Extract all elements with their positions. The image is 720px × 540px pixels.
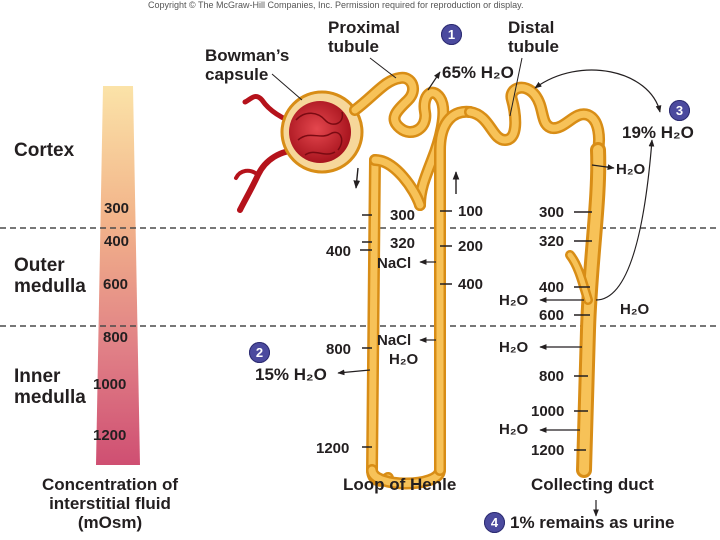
descending-value-1200: 1200 bbox=[316, 440, 350, 457]
glomerulus-capillaries bbox=[295, 111, 344, 156]
nacl-lower-label: NaCl bbox=[377, 332, 412, 349]
duct-value-300: 300 bbox=[539, 204, 565, 221]
step-text-2: 15% H₂O bbox=[255, 365, 327, 384]
zone-label-inner-medulla: Inner medulla bbox=[14, 366, 86, 408]
duct-value-1200: 1200 bbox=[531, 442, 565, 459]
gradient-value-1200: 1200 bbox=[93, 427, 127, 444]
glomerulus bbox=[289, 101, 351, 163]
step-badge-4: 4 bbox=[484, 512, 505, 533]
concentration-gradient-bar bbox=[96, 86, 140, 465]
gradient-value-1000: 1000 bbox=[93, 376, 127, 393]
duct-water-inner-1: H₂O bbox=[499, 339, 529, 356]
ascending-value-100: 100 bbox=[458, 203, 484, 220]
step-badge-1: 1 bbox=[441, 24, 462, 45]
descending-value-300: 300 bbox=[390, 207, 416, 224]
loop-water-label: H₂O bbox=[389, 351, 419, 368]
arteriole-branch bbox=[234, 168, 260, 180]
zone-label-outer-medulla: Outer medulla bbox=[14, 255, 86, 297]
duct-value-600: 600 bbox=[539, 307, 565, 324]
ascending-value-200: 200 bbox=[458, 238, 484, 255]
duct-value-1000: 1000 bbox=[531, 403, 565, 420]
descending-ticks bbox=[360, 214, 372, 448]
ascending-ticks bbox=[440, 210, 452, 285]
duct-ticks bbox=[574, 211, 592, 451]
label-collecting-duct: Collecting duct bbox=[531, 475, 654, 494]
nacl-upper-label: NaCl bbox=[377, 255, 412, 272]
label-distal-tubule: Distal tubule bbox=[508, 18, 559, 56]
duct-water-outer-left: H₂O bbox=[499, 292, 529, 309]
duct-value-320: 320 bbox=[539, 233, 565, 250]
copyright-notice: Copyright © The McGraw-Hill Companies, I… bbox=[148, 0, 524, 10]
label-proximal-tubule: Proximal tubule bbox=[328, 18, 400, 56]
gradient-caption: Concentration of interstitial fluid (mOs… bbox=[42, 475, 178, 532]
arrow-cortex-duct-water bbox=[591, 164, 615, 170]
step-text-3: 19% H₂O bbox=[622, 123, 694, 142]
zone-label-cortex: Cortex bbox=[14, 140, 75, 161]
arrow-outer-duct-water-right bbox=[595, 139, 655, 301]
step-badge-3: 3 bbox=[669, 100, 690, 121]
label-bowmans-capsule: Bowman’s capsule bbox=[205, 46, 290, 84]
duct-value-400: 400 bbox=[539, 279, 565, 296]
distal-leader bbox=[509, 57, 523, 117]
step-text-4: 1% remains as urine bbox=[510, 513, 675, 532]
duct-value-800: 800 bbox=[539, 368, 565, 385]
label-loop-of-henle: Loop of Henle bbox=[343, 475, 457, 494]
descending-value-400: 400 bbox=[326, 243, 352, 260]
duct-water-outer-right: H₂O bbox=[620, 301, 650, 318]
step-badge-2: 2 bbox=[249, 342, 270, 363]
duct-water-cortex: H₂O bbox=[616, 161, 646, 178]
descending-value-320: 320 bbox=[390, 235, 416, 252]
arrow-inner-loop-water bbox=[337, 369, 371, 376]
gradient-value-400: 400 bbox=[104, 233, 130, 250]
proximal-leader bbox=[369, 57, 397, 79]
gradient-value-600: 600 bbox=[103, 276, 129, 293]
bowmans-leader bbox=[271, 73, 303, 101]
step-text-1: 65% H₂O bbox=[442, 63, 514, 82]
arrow-descending-flow bbox=[353, 167, 361, 189]
arrow-distal-curve bbox=[534, 69, 662, 113]
ascending-value-400: 400 bbox=[458, 276, 484, 293]
arrow-proximal-water bbox=[427, 71, 441, 91]
gradient-value-300: 300 bbox=[104, 200, 130, 217]
descending-value-800: 800 bbox=[326, 341, 352, 358]
gradient-value-800: 800 bbox=[103, 329, 129, 346]
duct-water-inner-2: H₂O bbox=[499, 421, 529, 438]
